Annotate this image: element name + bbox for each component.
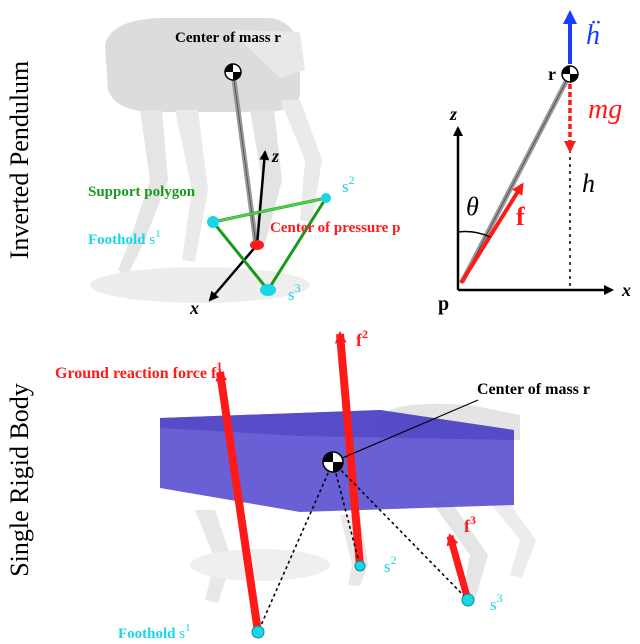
foothold-s2-dot xyxy=(321,193,331,203)
x-label-top-right: x xyxy=(621,280,631,300)
z-label-top-left: z xyxy=(271,146,279,166)
s2-label-bottom: s2 xyxy=(384,553,397,576)
com-marker-bottom xyxy=(322,451,344,473)
section-label-inverted-pendulum: Inverted Pendulum xyxy=(5,61,34,260)
hddot-label: ḧ xyxy=(586,20,600,51)
x-axis-top-left xyxy=(208,244,258,302)
com-marker-top-left xyxy=(224,63,242,81)
h-label: h xyxy=(582,169,595,198)
com-label-top: Center of mass r xyxy=(175,30,281,46)
force-f1-arrow xyxy=(215,369,262,633)
p-label-top-right: p xyxy=(438,293,449,315)
com-marker-top-right xyxy=(561,65,579,83)
foothold-s3-dot-bottom xyxy=(461,593,475,607)
s3-label-top: s3 xyxy=(288,281,301,304)
s2-label-top: s2 xyxy=(342,173,355,196)
section-label-single-rigid-body: Single Rigid Body xyxy=(5,383,34,577)
force-f-arrow xyxy=(459,182,524,285)
com-leader-line xyxy=(332,399,479,463)
robot-silhouette-top xyxy=(90,18,322,303)
foothold-label-top: Foothold s1 xyxy=(88,228,161,248)
support-polygon-label: Support polygon xyxy=(88,184,196,200)
z-label-top-right: z xyxy=(449,104,457,124)
foothold-s1-dot-bottom xyxy=(251,625,265,639)
f3-label: f3 xyxy=(464,513,476,536)
com-to-s1-dashed xyxy=(257,461,334,633)
cop-label: Center of pressure p xyxy=(270,220,400,236)
foothold-s3-dot xyxy=(260,284,276,296)
com-to-s3-dashed xyxy=(332,461,469,601)
theta-arc xyxy=(457,230,491,238)
s3-label-bottom: s3 xyxy=(490,591,503,614)
f-label-top-right: f xyxy=(516,202,525,231)
foothold-s2-dot-bottom xyxy=(354,560,366,572)
f2-label: f2 xyxy=(356,327,368,350)
mg-label: mg xyxy=(588,94,622,125)
foothold-label-bottom: Foothold s1 xyxy=(118,622,191,642)
r-label-top-right: r xyxy=(548,64,556,84)
grf-label: Ground reaction force f1 xyxy=(55,359,222,382)
force-f3-arrow xyxy=(446,533,472,601)
x-label-top-left: x xyxy=(189,298,199,318)
com-label-bottom: Center of mass r xyxy=(477,381,590,398)
theta-label: θ xyxy=(466,192,479,221)
z-axis-top-left xyxy=(255,150,270,246)
foothold-s1-dot xyxy=(207,216,219,228)
force-f2-arrow xyxy=(334,331,364,567)
center-of-pressure-dot xyxy=(250,240,264,250)
